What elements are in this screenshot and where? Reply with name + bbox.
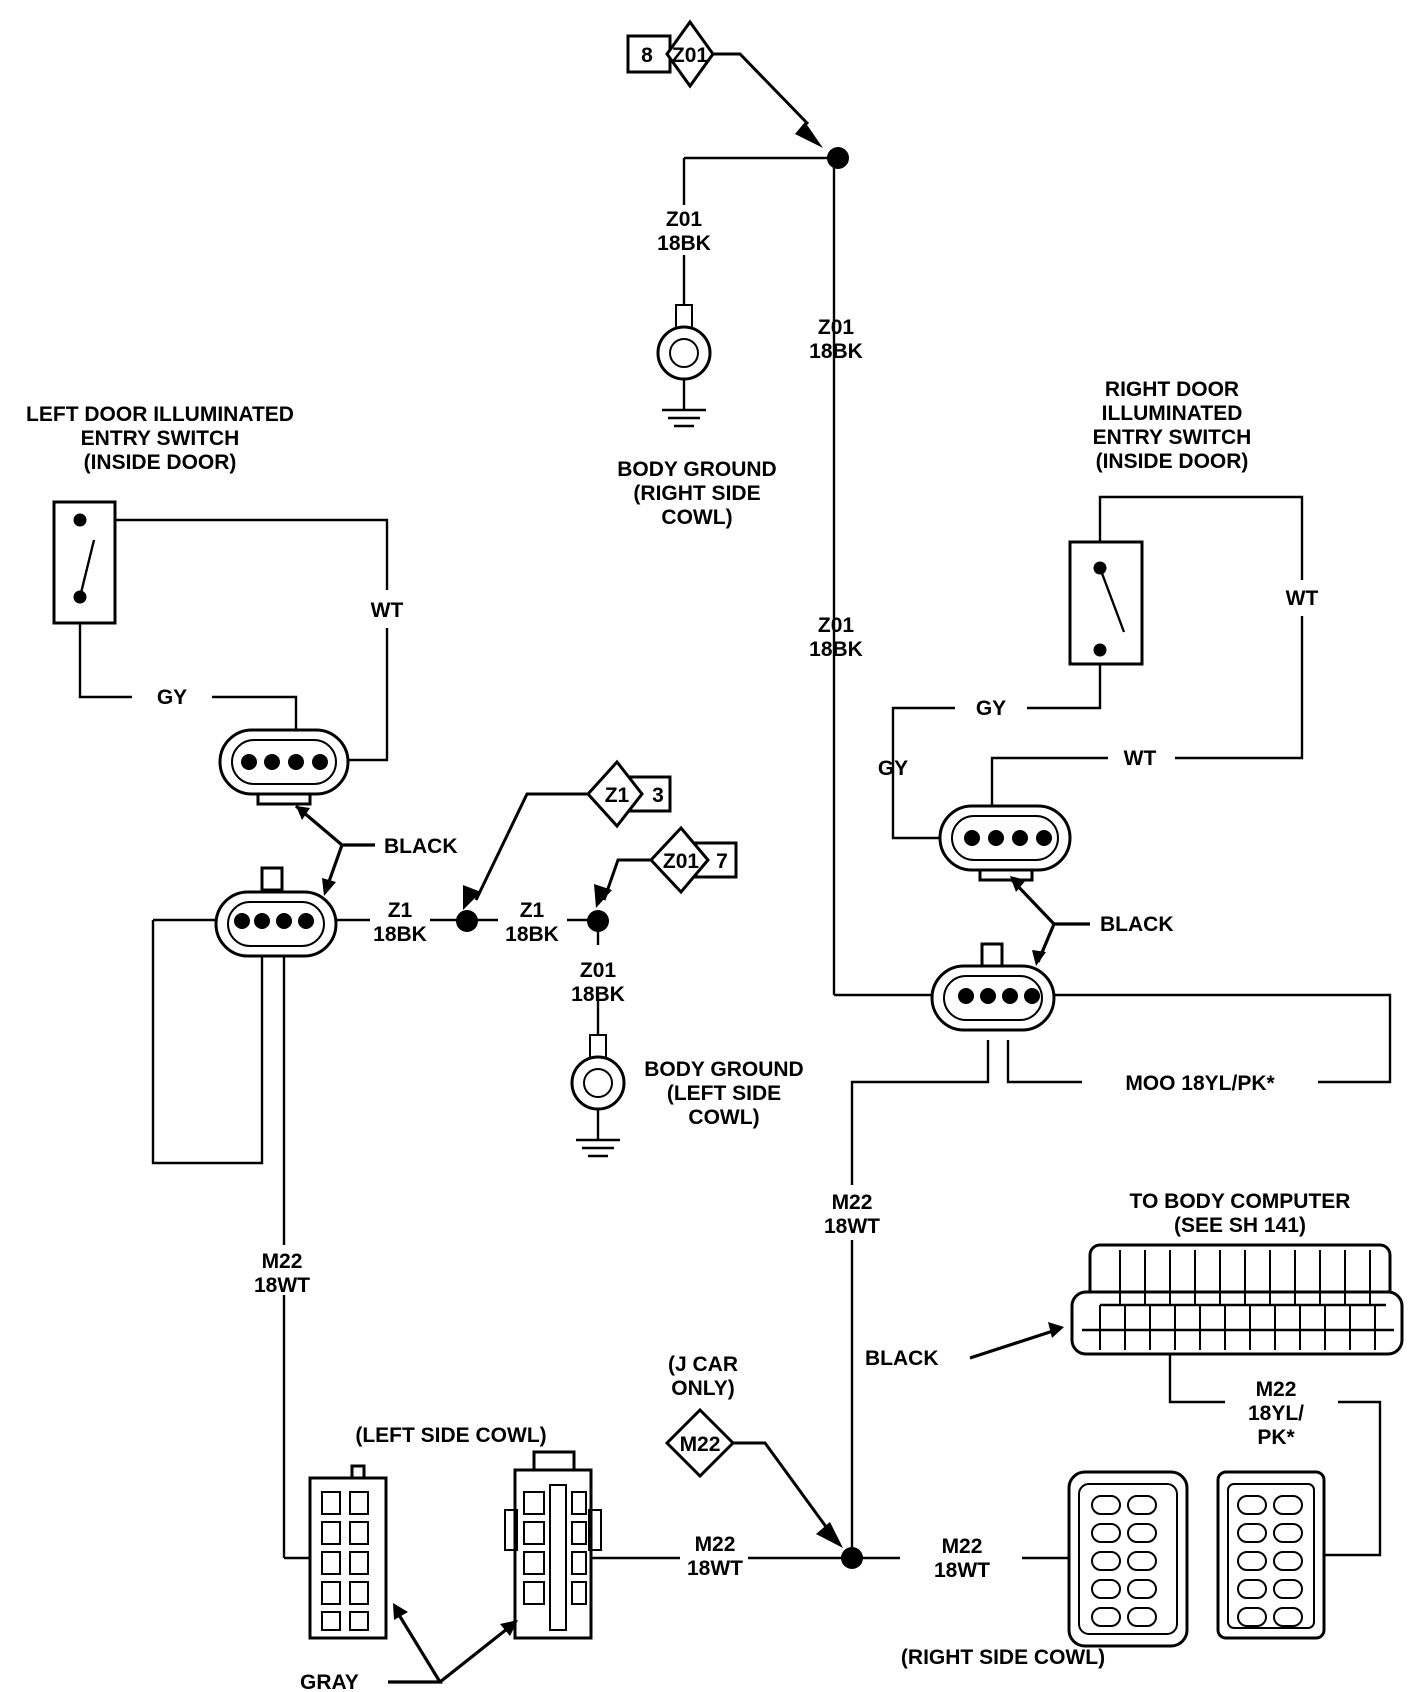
left-cowl-connector-male — [308, 1464, 388, 1640]
left-switch-title-3: (INSIDE DOOR) — [84, 451, 237, 474]
wire-z01-b-1: Z01 — [818, 316, 855, 339]
left-cowl-connector-female — [504, 1450, 602, 1640]
right-switch-title-2: ILLUMINATED — [1102, 402, 1243, 425]
ref-z1-circuit: Z1 — [605, 784, 630, 807]
wire-m22-d-1: M22 — [942, 1535, 983, 1558]
right-cowl-connector-right — [1216, 1470, 1326, 1640]
wire-z1-b-1: Z1 — [520, 899, 545, 922]
wire-m22-yl-1: M22 — [1256, 1378, 1297, 1401]
left-switch-title-2: ENTRY SWITCH — [81, 427, 240, 450]
wire-m22-a-1: M22 — [262, 1250, 303, 1273]
color-wt-left: WT — [371, 599, 404, 622]
ref-z01-circuit: Z01 — [663, 850, 700, 873]
right-cowl-label: (RIGHT SIDE COWL) — [901, 1646, 1105, 1669]
right-switch-title-4: (INSIDE DOOR) — [1096, 450, 1249, 473]
ref-m22-circuit: M22 — [680, 1433, 721, 1456]
wire-m22-b-1: M22 — [832, 1191, 873, 1214]
ref-z1-page: 3 — [652, 784, 664, 807]
ground-right-cowl — [656, 304, 712, 428]
color-black-left: BLACK — [384, 835, 458, 858]
body-computer-label-2: (SEE SH 141) — [1174, 1214, 1306, 1237]
text-labels: LEFT DOOR ILLUMINATED ENTRY SWITCH (INSI… — [26, 208, 1350, 1692]
ref-flag-m22: M22 — [664, 1407, 736, 1479]
ground-left-label-1: BODY GROUND — [644, 1058, 803, 1081]
ref-top-page: 8 — [641, 44, 653, 67]
ground-right-label-3: COWL) — [661, 506, 732, 529]
wire-m22-yl-3: PK* — [1257, 1426, 1295, 1449]
color-gy-left: GY — [157, 686, 187, 709]
wire-m22-d-2: 18WT — [934, 1559, 990, 1582]
left-switch-title-1: LEFT DOOR ILLUMINATED — [26, 403, 294, 426]
splice-z01 — [587, 910, 609, 932]
color-gray: GRAY — [300, 1671, 359, 1692]
leader-arrows — [294, 804, 1090, 1684]
ref-z01-page: 7 — [716, 850, 728, 873]
left-door-switch — [52, 500, 117, 625]
wire-z01-b-2: 18BK — [809, 340, 863, 363]
splice-top — [827, 147, 849, 169]
ref-top-circuit: Z01 — [672, 44, 709, 67]
body-computer-label-1: TO BODY COMPUTER — [1130, 1190, 1351, 1213]
splices — [456, 147, 863, 1569]
color-black-right: BLACK — [1100, 913, 1174, 936]
right-cowl-connector-left — [1067, 1470, 1189, 1648]
wire-m22-b-2: 18WT — [824, 1215, 880, 1238]
wire-z01-c-2: 18BK — [809, 638, 863, 661]
wire-z01-d-2: 18BK — [571, 983, 625, 1006]
wire-z01-a-1: Z01 — [666, 208, 703, 231]
splice-m22 — [841, 1547, 863, 1569]
wire-m22-c-2: 18WT — [687, 1557, 743, 1580]
wire-z01-d-1: Z01 — [580, 959, 617, 982]
color-gy-right-b: GY — [878, 757, 908, 780]
wire-m22-c-1: M22 — [695, 1533, 736, 1556]
color-black-computer: BLACK — [865, 1347, 939, 1370]
left-cowl-label: (LEFT SIDE COWL) — [355, 1424, 546, 1447]
ground-right-label-1: BODY GROUND — [617, 458, 776, 481]
ground-left-label-2: (LEFT SIDE — [667, 1082, 781, 1105]
ground-left-label-3: COWL) — [688, 1106, 759, 1129]
wire-z1-a-1: Z1 — [388, 899, 413, 922]
wire-z1-a-2: 18BK — [373, 923, 427, 946]
left-switch-connector — [218, 728, 350, 806]
wire-m22-yl-2: 18YL/ — [1248, 1402, 1304, 1425]
j-car-label-1: (J CAR — [668, 1353, 738, 1376]
color-wt-right-b: WT — [1124, 747, 1157, 770]
wire-moo: MOO 18YL/PK* — [1125, 1072, 1275, 1095]
left-lower-connector — [214, 866, 338, 958]
wire-z01-a-2: 18BK — [657, 232, 711, 255]
right-lower-connector — [930, 942, 1056, 1032]
right-switch-title-3: ENTRY SWITCH — [1093, 426, 1252, 449]
right-switch-title-1: RIGHT DOOR — [1105, 378, 1239, 401]
ref-flag-z01: Z01 7 — [648, 825, 738, 895]
wire-z01-c-1: Z01 — [818, 614, 855, 637]
splice-z1 — [456, 910, 478, 932]
j-car-label-2: ONLY) — [671, 1377, 734, 1400]
body-computer-connector — [1070, 1243, 1404, 1356]
color-gy-right-a: GY — [976, 697, 1006, 720]
color-wt-right-a: WT — [1286, 587, 1319, 610]
right-switch-connector — [938, 804, 1072, 882]
wire-m22-a-2: 18WT — [254, 1274, 310, 1297]
right-door-switch — [1068, 540, 1144, 666]
ground-right-label-2: (RIGHT SIDE — [633, 482, 760, 505]
wire-z1-b-2: 18BK — [505, 923, 559, 946]
ref-flag-z1: Z1 3 — [585, 759, 672, 829]
ref-flag-top: 8 Z01 — [626, 19, 715, 89]
ground-left-cowl — [570, 1034, 626, 1158]
wires — [78, 52, 1392, 1560]
